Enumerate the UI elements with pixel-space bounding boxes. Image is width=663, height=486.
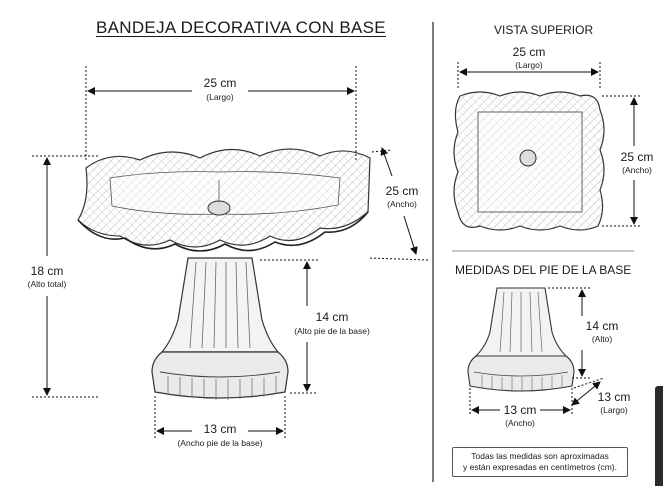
alto-total-label: (Alto total) xyxy=(27,279,67,289)
note-line-2: y están expresadas en centímetros (cm). xyxy=(462,462,617,472)
largo-value: 25 cm xyxy=(203,76,237,90)
base-view-ancho-label: (Ancho) xyxy=(505,418,535,428)
page-title: BANDEJA DECORATIVA CON BASE xyxy=(96,18,386,37)
alto-pie-value: 14 cm xyxy=(315,310,349,324)
main-dimension-lines xyxy=(32,66,429,440)
measurement-note: Todas las medidas son aproximadas y está… xyxy=(452,447,628,477)
largo-label: (Largo) xyxy=(206,92,234,102)
edge-tab xyxy=(655,386,663,486)
ancho-value: 25 cm xyxy=(385,184,419,198)
top-view-illustration xyxy=(453,91,605,231)
top-view-title: VISTA SUPERIOR xyxy=(494,23,594,37)
base-view-illustration xyxy=(467,287,575,392)
main-tray-illustration xyxy=(77,148,371,400)
ancho-pie-value: 13 cm xyxy=(203,422,237,436)
ancho-pie-label: (Ancho pie de la base) xyxy=(177,438,263,448)
base-view-alto-value: 14 cm xyxy=(585,319,619,333)
ancho-label: (Ancho) xyxy=(387,199,417,209)
alto-pie-label: (Alto pie de la base) xyxy=(294,326,370,336)
note-line-1: Todas las medidas son aproximadas xyxy=(471,451,609,461)
base-view-ancho-value: 13 cm xyxy=(503,403,537,417)
alto-total-value: 18 cm xyxy=(30,264,64,278)
top-view-largo-value: 25 cm xyxy=(512,45,546,59)
top-view-dimension-lines xyxy=(457,62,642,227)
base-view-largo-label: (Largo) xyxy=(600,405,628,415)
base-view-dimension-lines xyxy=(469,287,605,416)
top-view-ancho-label: (Ancho) xyxy=(622,165,652,175)
top-view-largo-label: (Largo) xyxy=(515,60,543,70)
base-view-alto-label: (Alto) xyxy=(591,334,613,344)
base-view-title: MEDIDAS DEL PIE DE LA BASE xyxy=(455,263,632,277)
base-view-largo-value: 13 cm xyxy=(597,390,631,404)
top-view-ancho-value: 25 cm xyxy=(620,150,654,164)
